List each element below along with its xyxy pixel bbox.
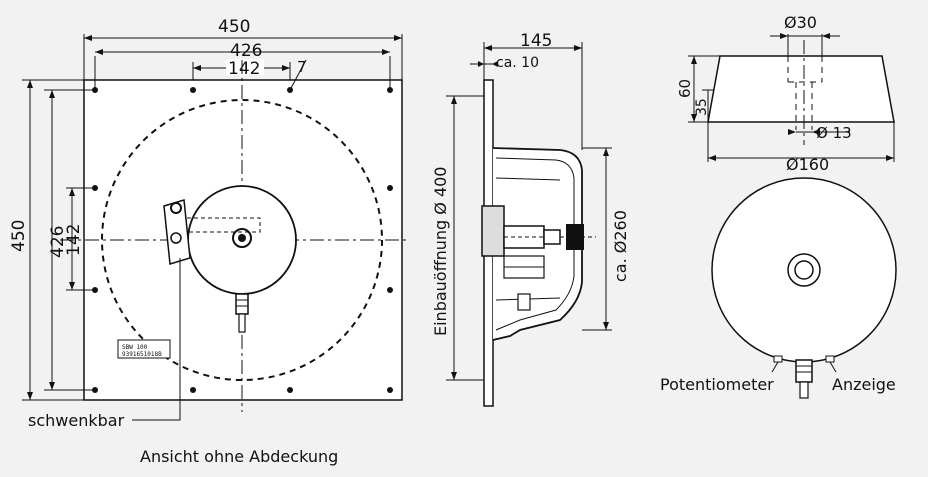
dim-width-inner: 142: [228, 59, 260, 79]
mounting-holes: [92, 87, 393, 393]
pointer-arm: [179, 217, 261, 233]
dim-width-outer: 450: [218, 17, 250, 37]
side-clamp: [481, 205, 505, 257]
nameplate-line2: 9391651018B: [122, 351, 162, 358]
cover-view: Ø30 60 35 Ø 13 Ø160: [660, 13, 897, 399]
dim-height: 60: [676, 79, 694, 98]
dim-height-holes: 426: [48, 226, 68, 258]
nameplate-line1: SBW 100: [122, 344, 148, 351]
dim-depth: 145: [520, 31, 552, 51]
side-view: 145 ca. 10 Einbauöffnung Ø 400: [431, 31, 630, 407]
label-display: Anzeige: [832, 375, 896, 394]
pivot-leader: [132, 258, 181, 421]
pivot-bracket: [163, 199, 191, 265]
label-potentiometer: Potentiometer: [660, 375, 774, 394]
side-nut: [566, 224, 584, 250]
dim-diameter: Ø160: [786, 155, 829, 174]
cover-profile: [707, 55, 895, 123]
caption: Ansicht ohne Abdeckung: [140, 447, 338, 466]
front-view: 450 426 142 7 450 426: [9, 17, 410, 466]
cable-gland: [235, 293, 249, 315]
dim-height-outer: 450: [9, 220, 29, 252]
label-pivot: schwenkbar: [28, 411, 125, 430]
nameplate: [117, 339, 171, 359]
dim-opening: Einbauöffnung Ø 400: [431, 167, 450, 337]
dim-plate: ca. 10: [496, 55, 539, 71]
dim-angle: 7: [297, 58, 307, 76]
dim-width-holes: 426: [230, 41, 262, 61]
cover-gland: [795, 359, 813, 383]
dim-top-bore: Ø30: [784, 13, 817, 32]
dim-step: 35: [694, 98, 710, 116]
dim-housing: ca. Ø260: [611, 210, 630, 282]
dim-shaft: Ø 13: [816, 124, 852, 142]
opening-circle: [101, 99, 383, 381]
